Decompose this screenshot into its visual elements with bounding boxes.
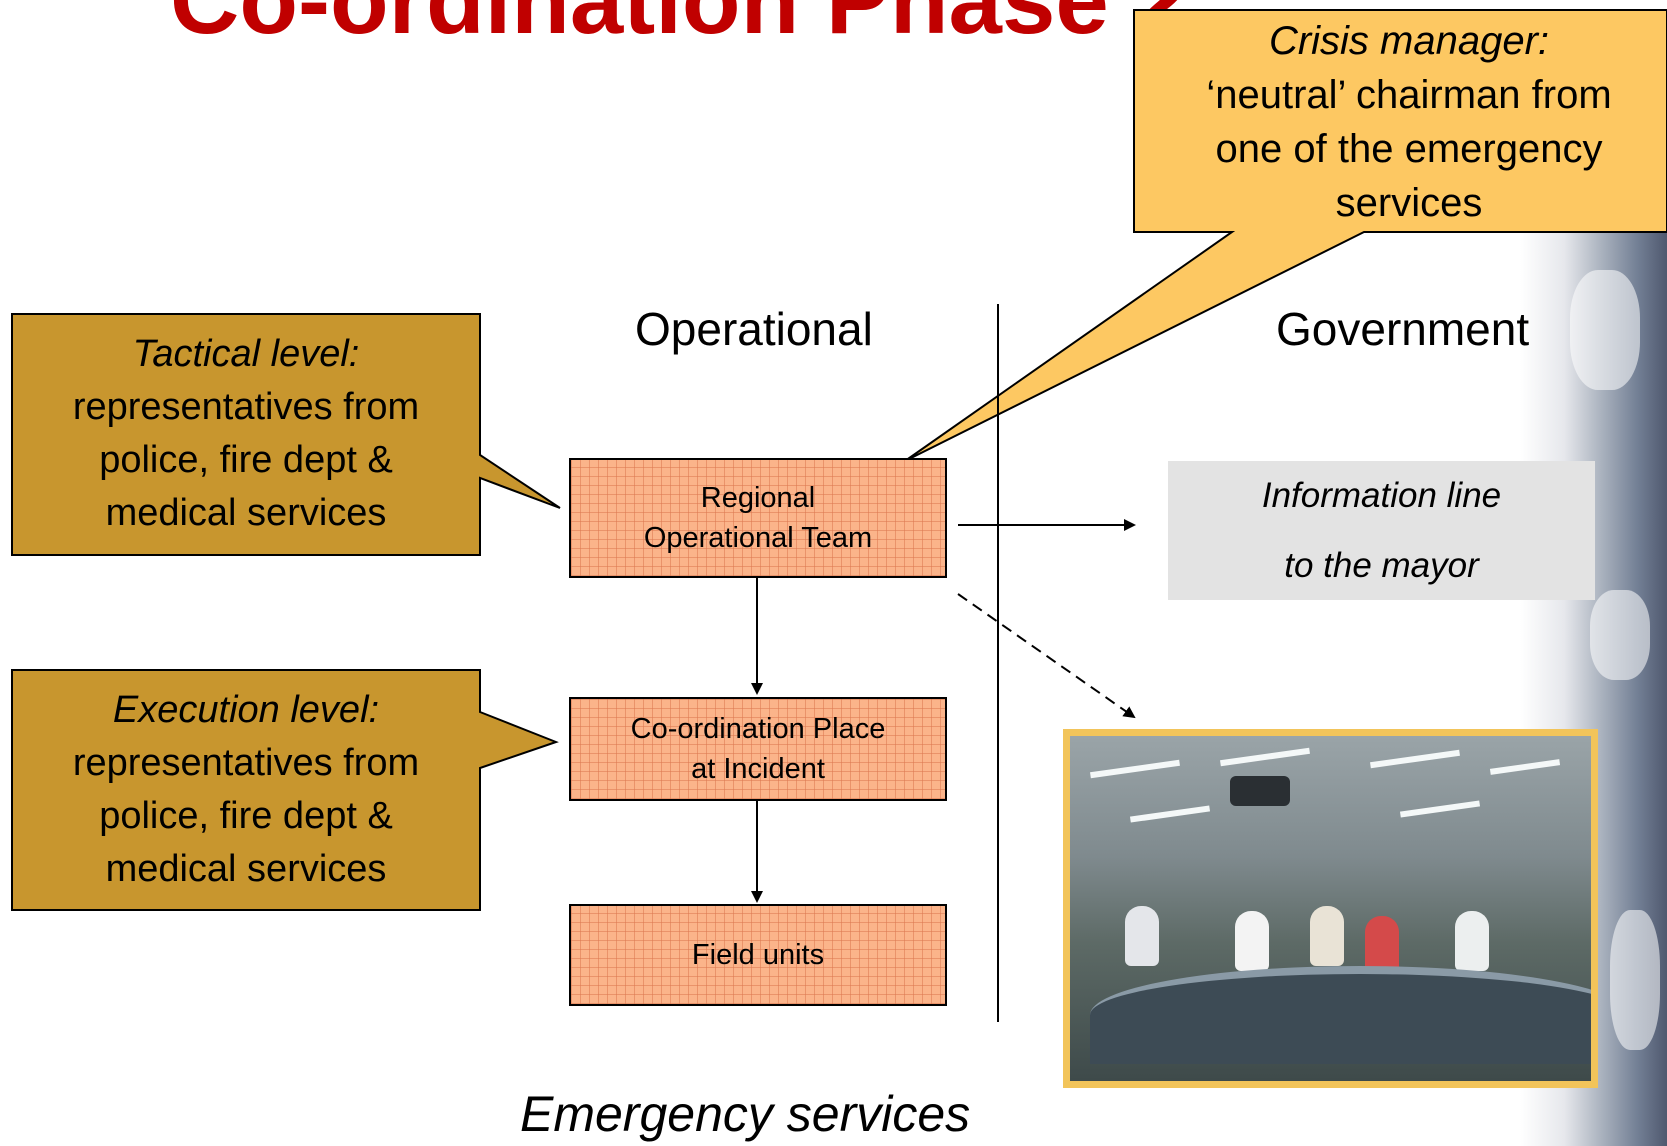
execution-level-callout: Execution level: representatives from po… [12, 684, 480, 896]
crisis-manager-label: Crisis manager: [1268, 19, 1550, 63]
tactical-level-label: Tactical level: [132, 333, 360, 375]
regional-box-line: Operational Team [643, 522, 873, 554]
crisis-manager-line: ‘neutral’ chairman from [1206, 73, 1612, 117]
crisis-manager-line: services [1335, 181, 1483, 225]
execution-level-line: representatives from [72, 742, 420, 784]
execution-level-line: medical services [105, 848, 387, 890]
tactical-level-callout: Tactical level: representatives from pol… [12, 328, 480, 540]
information-line-text: to the mayor [1284, 545, 1479, 585]
crisis-manager-callout: Crisis manager: ‘neutral’ chairman from … [1134, 14, 1667, 230]
information-line-text: Information line [1261, 475, 1502, 515]
emergency-services-label: Emergency services [520, 1086, 971, 1142]
coordination-box-line: at Incident [691, 753, 825, 785]
execution-level-label: Execution level: [112, 689, 380, 731]
crisis-manager-line: one of the emergency [1215, 127, 1603, 171]
government-heading: Government [1276, 303, 1530, 355]
control-room-photo [1070, 736, 1591, 1081]
page-title: Co-ordination Phase 2 [170, 0, 1189, 54]
regional-operational-team-box: Regional Operational Team [569, 458, 947, 578]
coordination-place-box: Co-ordination Place at Incident [569, 697, 947, 801]
operational-heading: Operational [635, 303, 873, 355]
tactical-callout-shape [11, 313, 561, 556]
tactical-level-line: medical services [105, 492, 387, 534]
control-room-photo-frame [1063, 729, 1598, 1088]
tactical-level-line: police, fire dept & [99, 439, 393, 481]
tactical-level-line: representatives from [72, 386, 420, 428]
crisis-manager-callout-shape [904, 9, 1667, 462]
regional-box-line: Regional [700, 482, 816, 514]
execution-callout-shape [11, 669, 559, 911]
background-photo [1520, 210, 1667, 1146]
coordination-box-line: Co-ordination Place [630, 713, 886, 745]
information-line-box: Information line to the mayor [1168, 461, 1595, 600]
field-units-label: Field units [691, 939, 825, 971]
dashed-arrow-to-photo [957, 593, 1136, 719]
field-units-box: Field units [569, 904, 947, 1006]
execution-level-line: police, fire dept & [99, 795, 393, 837]
